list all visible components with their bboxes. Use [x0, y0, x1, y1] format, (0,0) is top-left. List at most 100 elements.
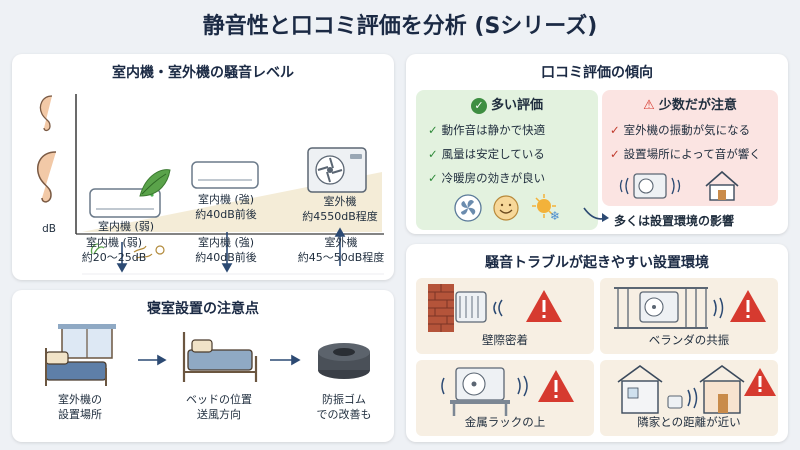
- top-label-indoor-strong-line2: 約40dB前後: [195, 208, 257, 221]
- trouble-card-balcony-label: ベランダの共振: [648, 333, 730, 347]
- metal-rack-illustration: [441, 367, 574, 416]
- outdoor-unit-icon: [307, 147, 367, 193]
- check-red-icon: ✓: [610, 123, 620, 137]
- bedroom-step-3-label: 防振ゴム での改善も: [296, 392, 392, 422]
- arrow-right-1: [138, 354, 167, 366]
- reviews-panel-title: 口コミ評価の傾向: [541, 65, 653, 81]
- bedroom-step-2-line2: 送風方向: [197, 408, 241, 421]
- bottom-label-indoor-strong-line2: 約40dB前後: [195, 251, 257, 264]
- check-icon: ✓: [428, 123, 438, 137]
- page-title: 静音性と口コミ評価を分析 (Sシリーズ): [202, 14, 598, 39]
- bedroom-step-1-line2: 設置場所: [58, 408, 102, 421]
- bad-reviews-header: ⚠少数だが注意: [602, 94, 778, 113]
- top-label-indoor-strong-line1: 室内機 (強): [197, 193, 255, 206]
- leaf-icon: [139, 169, 171, 197]
- arrow-right-2: [270, 354, 301, 366]
- good-review-text-3: 冷暖房の効きが良い: [441, 171, 546, 185]
- warning-icon: ⚠: [643, 98, 655, 113]
- good-review-text-2: 風量は安定している: [441, 147, 545, 161]
- fan-icon: [454, 194, 482, 222]
- bad-review-icons: [619, 170, 739, 201]
- alert-triangle-icon: [730, 290, 766, 322]
- trouble-panel-title: 騒音トラブルが起きやすい設置環境: [485, 255, 709, 271]
- bed-window-icon: [45, 324, 116, 386]
- svg-text:❄: ❄: [550, 209, 560, 223]
- house-icon: [705, 170, 739, 201]
- bad-reviews-box: ⚠少数だが注意 ✓室外機の振動が気になる ✓設置場所によって音が響く: [602, 90, 778, 206]
- reviews-panel: 口コミ評価の傾向 ✓多い評価 ✓動作音は静かで快適 ✓風量は安定している ✓冷暖…: [406, 54, 788, 234]
- bad-review-item-2: ✓設置場所によって音が響く: [610, 146, 761, 162]
- bedroom-illustration: [45, 324, 370, 386]
- bedroom-step-2-line1: ベッドの位置: [186, 393, 252, 406]
- bad-review-text-1: 室外機の振動が気になる: [623, 123, 751, 137]
- bad-review-text-2: 設置場所によって音が響く: [623, 147, 761, 161]
- trouble-card-neighbor-label: 隣家との距離が近い: [637, 415, 741, 429]
- trouble-card-wall-label: 壁際密着: [482, 333, 528, 347]
- bedroom-panel-title: 寝室設置の注意点: [147, 301, 259, 317]
- conclusion-arrow-icon: [583, 207, 609, 222]
- good-reviews-title: 多い評価: [490, 98, 543, 113]
- bad-reviews-title: 少数だが注意: [658, 98, 737, 113]
- axis-label-db: dB: [42, 223, 56, 235]
- bed-icon: [182, 332, 258, 382]
- arrow-down-strong: [221, 232, 233, 273]
- bad-review-item-1: ✓室外機の振動が気になる: [610, 122, 750, 138]
- arrow-up-outdoor: [334, 227, 346, 266]
- good-review-icons: ❄: [454, 194, 560, 223]
- wall-close-illustration: [428, 284, 562, 332]
- good-review-text-1: 動作音は静かで快適: [441, 123, 546, 137]
- alert-triangle-icon: [526, 290, 562, 322]
- bottom-label-outdoor-block: 室外機 約45〜50dB程度: [286, 235, 396, 265]
- good-review-item-2: ✓風量は安定している: [428, 146, 545, 162]
- bedroom-step-3-line2: での改善も: [316, 408, 372, 421]
- breeze-icon: [133, 245, 165, 259]
- bedroom-step-1-label: 室外機の 設置場所: [32, 392, 128, 422]
- trouble-card-neighbor: 隣家との距離が近い: [600, 360, 778, 436]
- arrow-down-weak: [116, 242, 128, 273]
- bottom-label-indoor-weak-block: 室内機 (弱) 約20〜25dB: [64, 235, 164, 265]
- top-label-outdoor: 室外機 約4550dB程度: [288, 194, 392, 224]
- conclusion-text: 多くは設置環境の影響: [614, 214, 735, 228]
- check-icon: ✓: [428, 171, 438, 185]
- good-review-item-3: ✓冷暖房の効きが良い: [428, 170, 545, 186]
- trouble-card-wall: 壁際密着: [416, 278, 594, 354]
- balcony-illustration: [614, 287, 766, 329]
- trouble-card-balcony: ベランダの共振: [600, 278, 778, 354]
- top-label-indoor-weak: 室内機 (弱): [86, 219, 166, 234]
- trouble-card-metal-rack-label: 金属ラックの上: [464, 415, 546, 429]
- ear-icon-large: [36, 151, 57, 203]
- bottom-label-indoor-weak-line2: 約20〜25dB: [81, 251, 147, 264]
- bedroom-panel: 寝室設置の注意点: [12, 290, 394, 442]
- bottom-label-indoor-weak-line1: 室内機 (弱): [85, 236, 143, 249]
- bottom-label-indoor-strong-block: 室内機 (強) 約40dB前後: [176, 235, 276, 265]
- bottom-label-outdoor-line1: 室外機: [324, 236, 358, 249]
- top-label-outdoor-line1: 室外機: [323, 195, 357, 208]
- sun-snow-icon: ❄: [532, 194, 560, 223]
- noise-level-illustration: [36, 94, 384, 275]
- good-reviews-header: ✓多い評価: [416, 94, 598, 114]
- top-label-indoor-weak-line1: 室内機 (弱): [97, 220, 155, 233]
- alert-triangle-icon: [744, 368, 776, 396]
- good-review-item-1: ✓動作音は静かで快適: [428, 122, 545, 138]
- bedroom-step-2-label: ベッドの位置 送風方向: [164, 392, 274, 422]
- indoor-unit-strong-icon: [191, 161, 259, 189]
- noise-level-panel: 室内機・室外機の騒音レベル: [12, 54, 394, 280]
- check-icon: ✓: [428, 147, 438, 161]
- top-label-outdoor-line2: 約4550dB程度: [302, 210, 378, 223]
- ear-icon-small: [39, 95, 53, 132]
- trouble-panel: 騒音トラブルが起きやすい設置環境 壁際密着: [406, 244, 788, 442]
- smile-icon: [493, 195, 519, 221]
- top-label-indoor-strong: 室内機 (強) 約40dB前後: [180, 192, 272, 222]
- check-red-icon: ✓: [610, 147, 620, 161]
- check-circle-icon: ✓: [470, 98, 487, 114]
- vibrating-outdoor-unit-icon: [619, 173, 681, 199]
- good-reviews-box: ✓多い評価 ✓動作音は静かで快適 ✓風量は安定している ✓冷暖房の効きが良い ❄: [416, 90, 598, 230]
- bedroom-step-3-line1: 防振ゴム: [322, 393, 366, 406]
- alert-triangle-icon: [538, 370, 574, 402]
- anti-vibration-rubber-icon: [318, 343, 370, 379]
- neighbor-distance-illustration: [617, 365, 776, 414]
- noise-panel-title: 室内機・室外機の騒音レベル: [112, 65, 294, 81]
- bottom-label-outdoor-line2: 約45〜50dB程度: [297, 251, 385, 264]
- bedroom-step-1-line1: 室外機の: [58, 393, 102, 406]
- seedling-icon: [90, 243, 105, 255]
